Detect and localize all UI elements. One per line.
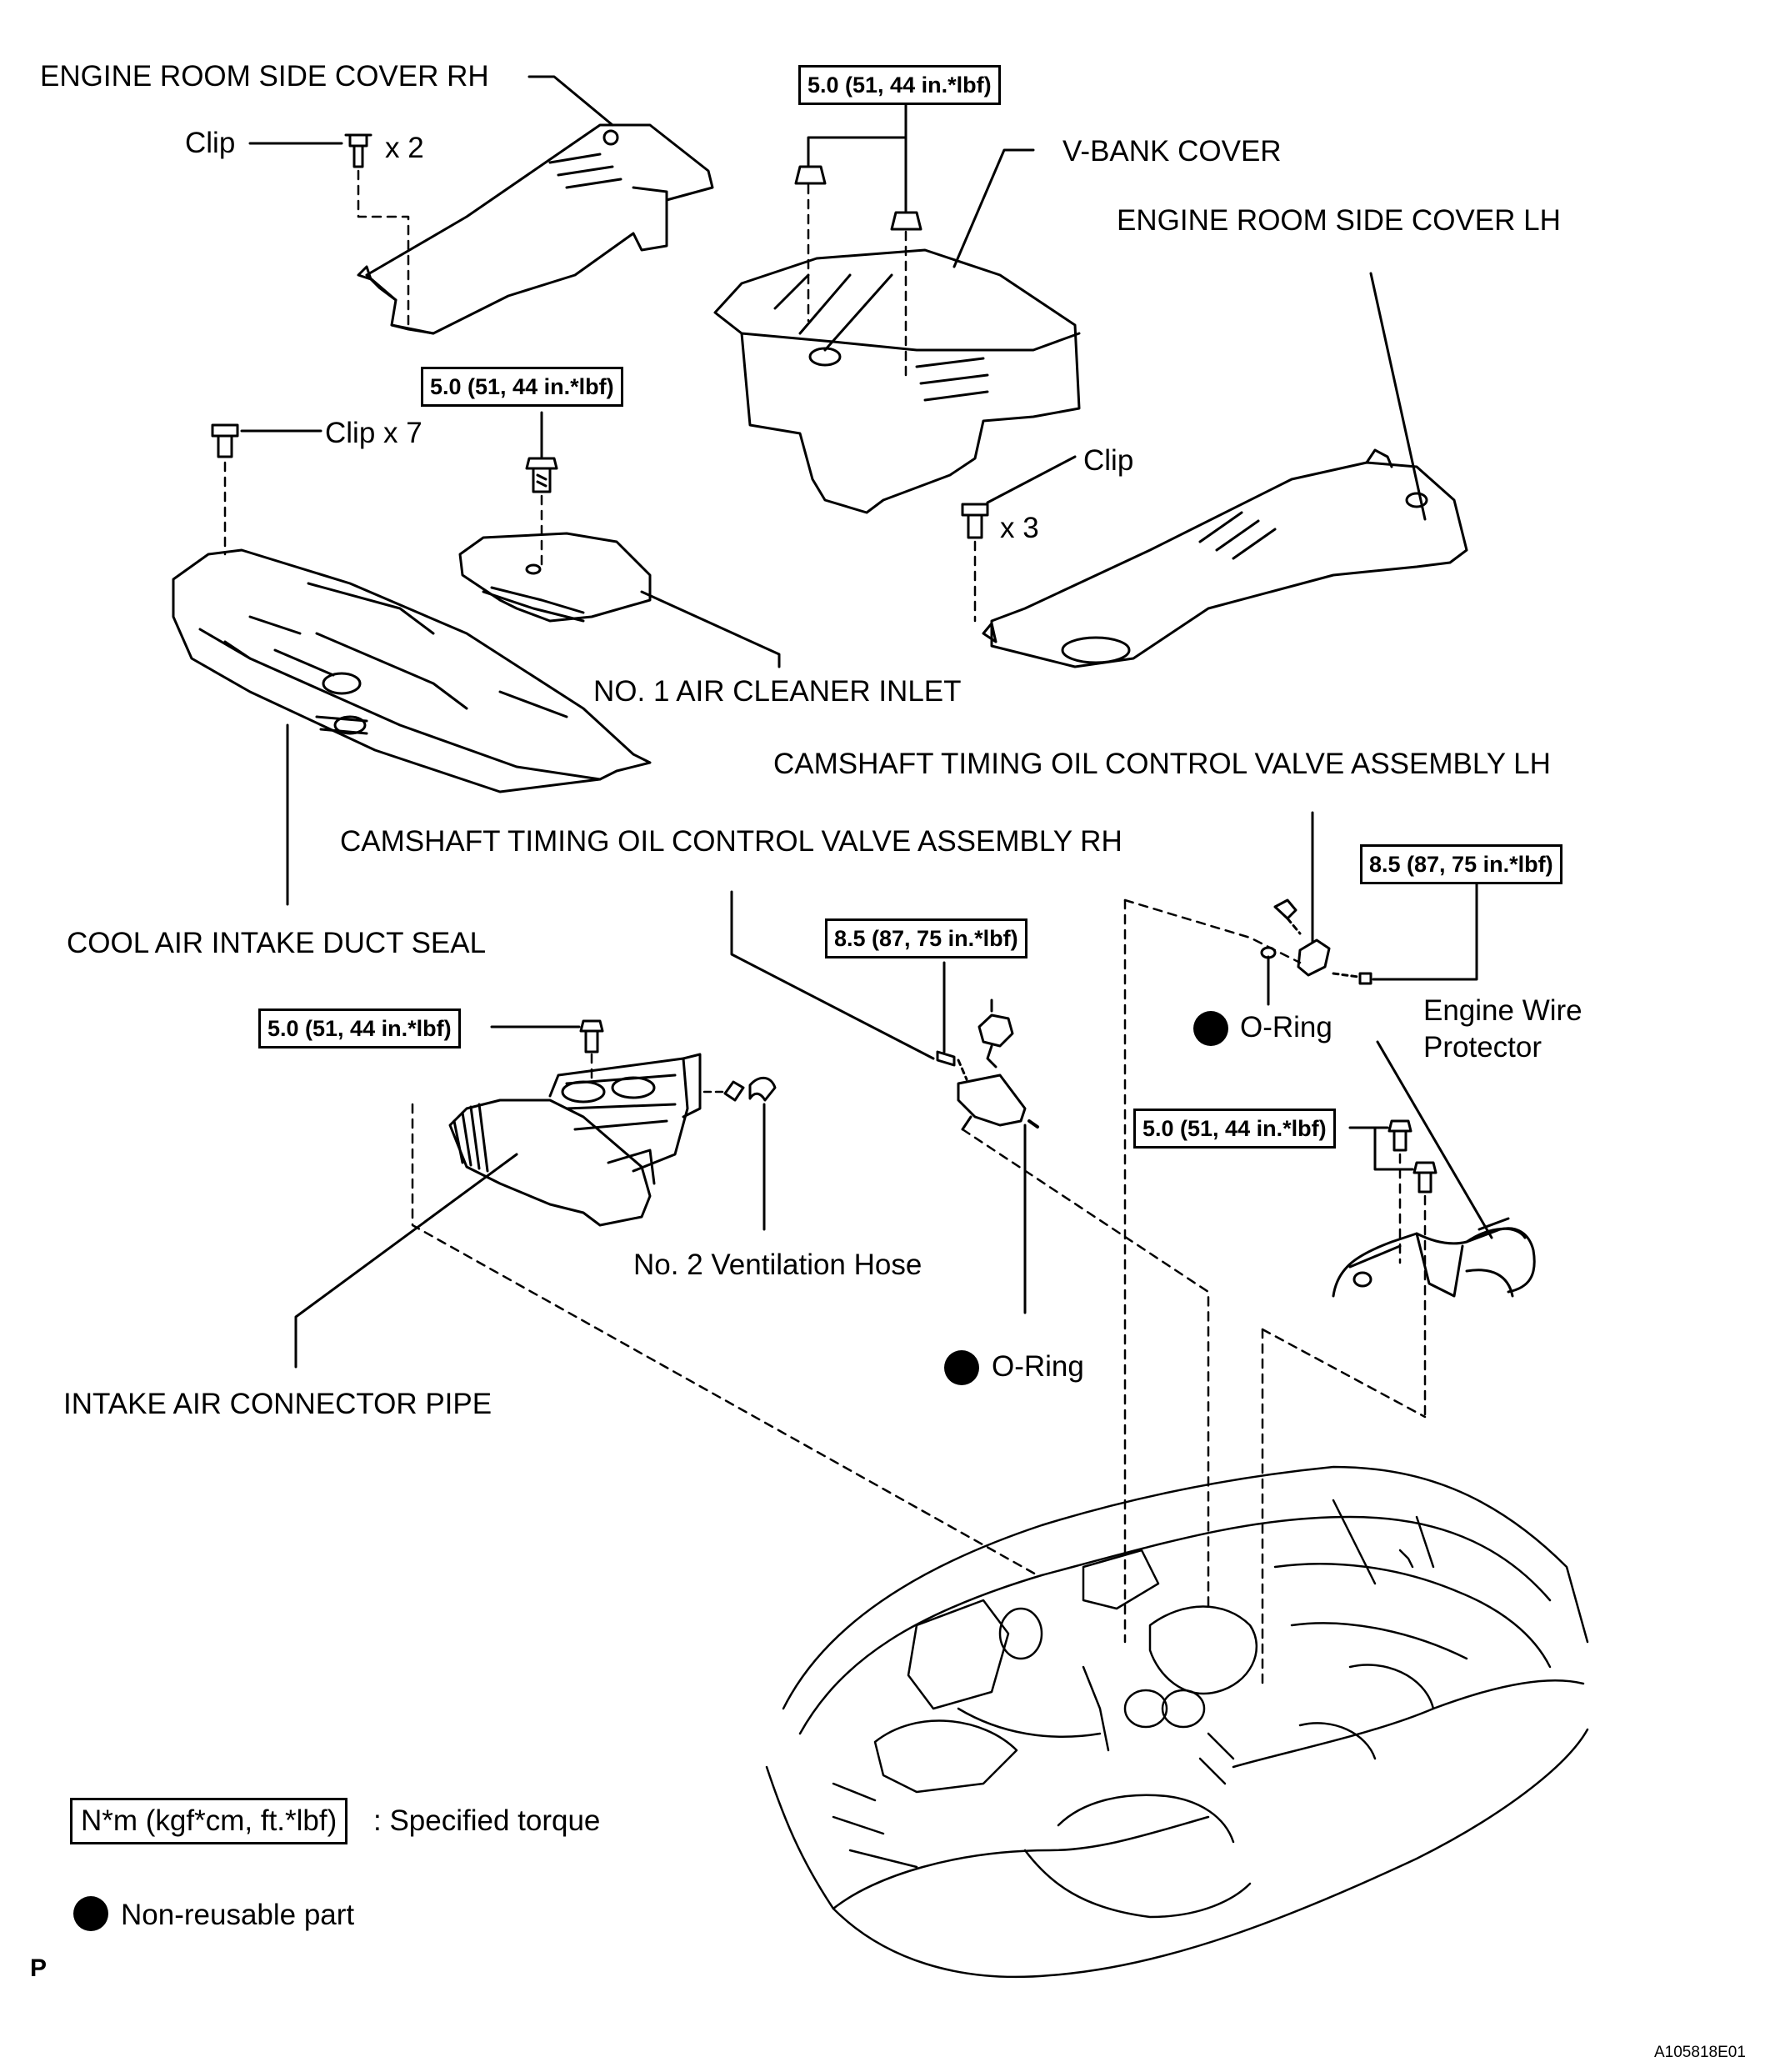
torque-spec-intake-pipe: 5.0 (51, 44 in.*lbf): [258, 1008, 461, 1049]
label-clip-quantity: x 2: [385, 132, 424, 164]
label-o-ring-lh: O-Ring: [1240, 1011, 1332, 1044]
label-no1-air-cleaner-inlet: NO. 1 AIR CLEANER INLET: [593, 675, 962, 708]
v-bank-cover-part: [713, 248, 1081, 514]
label-intake-air-connector-pipe: INTAKE AIR CONNECTOR PIPE: [63, 1388, 492, 1420]
non-reusable-dot-lh: [1193, 1011, 1228, 1046]
label-camshaft-valve-lh: CAMSHAFT TIMING OIL CONTROL VALVE ASSEMB…: [773, 748, 1551, 780]
label-clip-lh-quantity: x 3: [1000, 512, 1039, 544]
cool-air-intake-duct-seal-part: [172, 548, 652, 793]
legend-torque-unit: N*m (kgf*cm, ft.*lbf): [70, 1798, 348, 1844]
legend-torque-description: : Specified torque: [373, 1804, 601, 1837]
vbank-nut-1: [794, 165, 827, 185]
engine-wire-protector-part: [1332, 1217, 1536, 1298]
camshaft-valve-lh-part: [1260, 898, 1372, 985]
engine-room-side-cover-rh-part: [357, 123, 714, 335]
torque-spec-air-cleaner-inlet: 5.0 (51, 44 in.*lbf): [421, 367, 623, 407]
engine-room-side-cover-lh-part: [982, 448, 1468, 668]
vbank-nut-2: [890, 211, 922, 231]
non-reusable-dot-rh: [944, 1350, 979, 1385]
label-clip-x7: Clip x 7: [325, 417, 422, 449]
label-engine-wire-protector-1: Engine Wire: [1423, 994, 1582, 1027]
legend-non-reusable-dot: [73, 1896, 108, 1931]
torque-spec-vbank: 5.0 (51, 44 in.*lbf): [798, 65, 1001, 105]
label-engine-room-side-cover-lh: ENGINE ROOM SIDE COVER LH: [1117, 204, 1561, 237]
label-clip: Clip: [185, 127, 236, 159]
vehicle-engine-bay-part: [765, 1465, 1589, 1979]
label-engine-room-side-cover-rh: ENGINE ROOM SIDE COVER RH: [40, 60, 489, 93]
label-no2-ventilation-hose: No. 2 Ventilation Hose: [633, 1249, 922, 1281]
label-o-ring-rh: O-Ring: [992, 1350, 1084, 1383]
no1-air-cleaner-inlet-part: [458, 532, 652, 623]
clip-rh-cover-part: [344, 133, 372, 168]
camshaft-valve-rh-part: [957, 998, 1027, 1131]
clip-lh-cover-part: [961, 503, 989, 539]
torque-spec-wire-protector: 5.0 (51, 44 in.*lbf): [1133, 1109, 1336, 1149]
figure-code: A105818E01: [1654, 2044, 1746, 2061]
label-clip-lh: Clip: [1083, 444, 1134, 477]
label-camshaft-valve-rh: CAMSHAFT TIMING OIL CONTROL VALVE ASSEMB…: [340, 825, 1122, 858]
label-v-bank-cover: V-BANK COVER: [1062, 135, 1282, 168]
torque-spec-camshaft-lh: 8.5 (87, 75 in.*lbf): [1360, 844, 1562, 884]
clip-duct-seal-part: [211, 423, 239, 458]
label-engine-wire-protector-2: Protector: [1423, 1031, 1542, 1064]
intake-air-connector-pipe-part: [448, 1053, 702, 1227]
no2-ventilation-hose-part: [723, 1076, 777, 1102]
legend-non-reusable-text: Non-reusable part: [121, 1899, 355, 1931]
label-cool-air-intake-duct-seal: COOL AIR INTAKE DUCT SEAL: [67, 927, 487, 959]
page-marker: P: [30, 1954, 48, 1982]
torque-spec-camshaft-rh: 8.5 (87, 75 in.*lbf): [825, 918, 1028, 958]
